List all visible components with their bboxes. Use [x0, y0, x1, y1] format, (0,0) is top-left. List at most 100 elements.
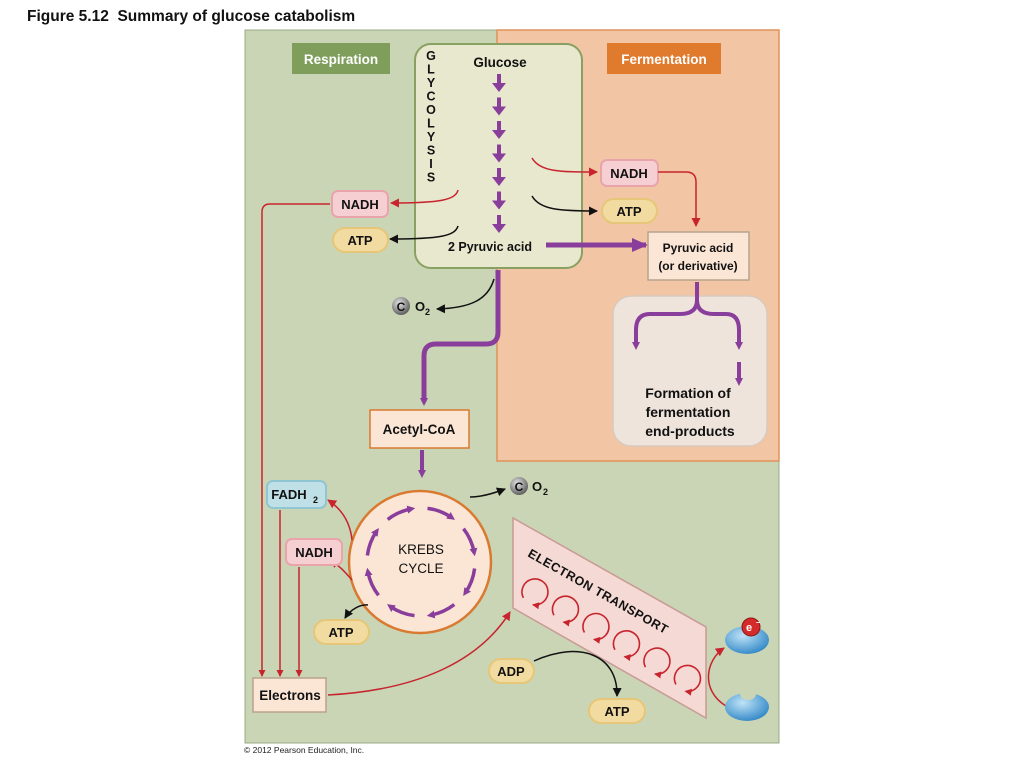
krebs-cycle-arrow — [364, 567, 380, 597]
glycolysis-to-nadh-arrow — [390, 189, 459, 208]
respiration-label: Respiration — [292, 43, 390, 74]
krebs-cycle-arrow — [463, 568, 477, 596]
electron-transport-loop — [551, 595, 580, 627]
svg-text:FADH: FADH — [271, 487, 306, 502]
svg-text:ATP: ATP — [604, 704, 629, 719]
svg-text:NADH: NADH — [610, 166, 648, 181]
glycolysis-to-atp-arrow — [389, 225, 459, 244]
glycolysis-to-atp-fermentation-arrow — [531, 195, 598, 216]
svg-text:2: 2 — [313, 495, 318, 505]
svg-text:NADH: NADH — [341, 197, 379, 212]
glycolysis-letter: S — [427, 144, 435, 158]
krebs-cycle-arrows — [364, 505, 478, 619]
electrons-box: Electrons — [252, 677, 327, 713]
glycolysis-step-arrow — [492, 215, 506, 233]
pyruvic-acid-label: 2 Pyruvic acid — [448, 240, 532, 254]
formation-text-line1: Formation of — [645, 385, 731, 401]
svg-text:C: C — [515, 480, 524, 494]
pyruvic-to-co2-arrow — [436, 278, 495, 314]
nadh-glycolysis-to-electrons-line — [258, 203, 330, 677]
nadh-badge-glycolysis: NADH — [331, 190, 389, 218]
electron-transport-chain — [512, 516, 707, 720]
glycolysis-letter: O — [426, 103, 436, 117]
nadh-to-pyruvic-arrow — [658, 171, 701, 227]
svg-text:ATP: ATP — [616, 204, 641, 219]
fadh2-badge: FADH 2 — [266, 480, 327, 509]
electron-carrier-empty — [725, 688, 769, 721]
krebs-label-line2: CYCLE — [398, 561, 443, 576]
pyruvic-to-acetylcoa-arrow — [420, 270, 501, 406]
krebs-cycle-arrow — [462, 527, 478, 557]
svg-text:ATP: ATP — [328, 625, 353, 640]
atp-badge-krebs: ATP — [313, 619, 370, 645]
krebs-label-line1: KREBS — [398, 542, 444, 557]
fermentation-label: Fermentation — [607, 43, 721, 74]
pyruvic-derivative-box: Pyruvic acid (or derivative) — [647, 231, 750, 281]
svg-text:(or derivative): (or derivative) — [658, 259, 737, 273]
carrier-return-arrow — [707, 647, 727, 707]
glycolysis-arrows — [492, 74, 506, 233]
krebs-to-co2-arrow — [469, 487, 506, 498]
krebs-cycle-arrow — [386, 505, 416, 521]
acetyl-coa-box: Acetyl-CoA — [369, 409, 470, 449]
fermentation-split-arrow-right — [695, 299, 743, 350]
electron-transport-loop — [521, 578, 549, 610]
krebs-to-fadh-arrow — [327, 499, 353, 541]
electron-transport-loop — [673, 664, 702, 696]
glycolysis-step-arrow — [492, 168, 506, 186]
atp-badge-fermentation: ATP — [601, 198, 658, 224]
copyright-notice: © 2012 Pearson Education, Inc. — [244, 745, 365, 755]
svg-text:C: C — [397, 300, 406, 314]
adp-badge: ADP — [488, 658, 535, 684]
krebs-cycle-arrow — [426, 603, 456, 619]
glycolysis-letter: I — [429, 157, 432, 171]
svg-text:Acetyl-CoA: Acetyl-CoA — [383, 422, 456, 437]
glycolysis-letter: G — [426, 49, 436, 63]
svg-text:O: O — [532, 479, 542, 494]
electrons-to-transport-arrow — [327, 611, 511, 696]
svg-text:ADP: ADP — [497, 664, 525, 679]
atp-badge-glycolysis: ATP — [332, 227, 389, 253]
electron-transport-loops — [521, 578, 702, 696]
krebs-cycle-arrow — [427, 506, 455, 520]
co2-molecule-upper: C O 2 — [392, 297, 430, 317]
krebs-cycle-circle — [347, 489, 493, 635]
svg-text:2: 2 — [543, 487, 548, 497]
co2-molecule-lower: C O 2 — [510, 477, 548, 497]
glycolysis-letter: L — [427, 63, 435, 77]
glycolysis-step-arrow — [492, 121, 506, 139]
adp-to-atp-arrow — [533, 650, 622, 697]
glycolysis-letter: Y — [427, 76, 436, 90]
krebs-cycle-arrow — [365, 528, 379, 556]
svg-text:Fermentation: Fermentation — [621, 52, 707, 67]
krebs-cycle-arrow — [387, 604, 415, 618]
svg-text:Pyruvic acid: Pyruvic acid — [663, 241, 734, 255]
formation-text-line2: fermentation — [646, 404, 731, 420]
fermentation-end-products-box — [612, 295, 768, 447]
electron-transport-loop — [582, 612, 610, 644]
svg-text:e: e — [746, 622, 752, 634]
svg-text:–: – — [756, 618, 761, 627]
figure-title: Figure 5.12 Summary of glucose catabolis… — [27, 8, 356, 25]
krebs-to-atp-arrow — [344, 604, 369, 619]
svg-text:ATP: ATP — [347, 233, 372, 248]
glycolysis-letter: L — [427, 117, 435, 131]
electron-carrier-loaded: e – — [725, 617, 769, 654]
svg-text:O: O — [415, 299, 425, 314]
electron-transport-loop — [643, 647, 671, 679]
nadh-badge-fermentation: NADH — [600, 159, 659, 187]
glycolysis-step-arrow — [492, 74, 506, 92]
atp-badge-electron-transport: ATP — [588, 698, 646, 724]
svg-text:Respiration: Respiration — [304, 52, 378, 67]
glycolysis-letter: S — [427, 171, 435, 185]
glycolysis-step-arrow — [492, 97, 506, 116]
svg-text:2: 2 — [425, 307, 430, 317]
svg-text:Electrons: Electrons — [259, 688, 321, 703]
glycolysis-step-arrow — [492, 191, 506, 210]
glycolysis-letter: C — [426, 90, 435, 104]
electron-transport-loop — [612, 630, 641, 662]
formation-text-line3: end-products — [645, 423, 735, 439]
glycolysis-to-nadh-fermentation-arrow — [531, 157, 598, 177]
